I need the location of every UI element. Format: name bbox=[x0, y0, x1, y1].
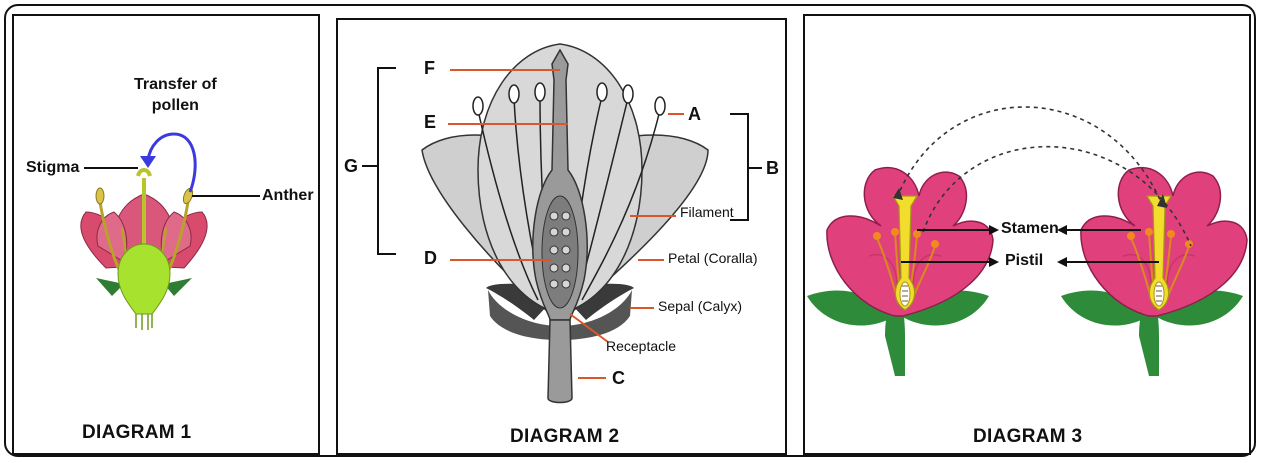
anther-label: Anther bbox=[262, 187, 314, 205]
diagram-3-panel: Stamen Pistil DIAGRAM 3 bbox=[803, 14, 1251, 455]
pedicel bbox=[136, 314, 152, 330]
flower-right bbox=[1061, 168, 1247, 376]
arrowhead bbox=[140, 156, 156, 168]
receptacle-stalk bbox=[548, 320, 572, 403]
label-petal: Petal (Coralla) bbox=[668, 250, 757, 266]
transfer-label-line1: Transfer of bbox=[134, 74, 217, 95]
diagram-3-caption: DIAGRAM 3 bbox=[973, 426, 1082, 448]
label-D: D bbox=[424, 248, 437, 269]
label-F: F bbox=[424, 58, 435, 79]
transfer-label-line2: pollen bbox=[134, 95, 217, 116]
diagram-2-illustration bbox=[338, 20, 785, 453]
transfer-of-pollen-label: Transfer of pollen bbox=[134, 74, 217, 116]
label-filament: Filament bbox=[680, 204, 734, 220]
label-sepal: Sepal (Calyx) bbox=[658, 298, 742, 314]
label-B: B bbox=[766, 158, 779, 179]
stigma-shape bbox=[138, 170, 150, 176]
stamen-label: Stamen bbox=[1001, 220, 1059, 238]
ovary bbox=[118, 244, 170, 314]
diagram-2-caption: DIAGRAM 2 bbox=[510, 426, 619, 448]
diagram-2-panel: F E A B G D C Filament Petal (Coralla) S… bbox=[336, 18, 787, 455]
pollen-transfer-arrow bbox=[148, 134, 195, 192]
diagram-1-panel: Transfer of pollen Stigma Anther DIAGRAM… bbox=[12, 14, 320, 455]
arrowhead bbox=[989, 257, 999, 267]
label-C: C bbox=[612, 368, 625, 389]
stigma-label: Stigma bbox=[26, 159, 79, 177]
label-receptacle: Receptacle bbox=[606, 338, 676, 354]
label-G: G bbox=[344, 156, 358, 177]
anther-shape bbox=[96, 188, 104, 204]
arrowhead bbox=[989, 225, 999, 235]
arrowhead bbox=[1057, 257, 1067, 267]
pistil-label: Pistil bbox=[1005, 252, 1043, 270]
label-E: E bbox=[424, 112, 436, 133]
diagram-1-caption: DIAGRAM 1 bbox=[82, 422, 191, 444]
label-A: A bbox=[688, 104, 701, 125]
ovary-shape bbox=[542, 196, 578, 308]
